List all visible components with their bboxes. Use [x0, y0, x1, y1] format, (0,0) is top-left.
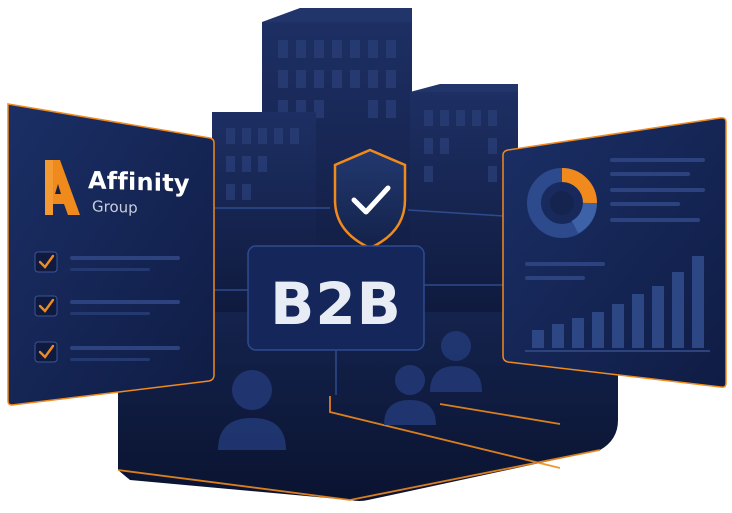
- checkbox-checked-icon: [34, 251, 58, 273]
- dashboard-panel: [502, 117, 727, 388]
- person-silhouettes: [218, 331, 482, 450]
- checklist-rows: [34, 251, 180, 363]
- logo-name: Affinity: [88, 166, 190, 198]
- affinity-a-logo-icon: [45, 160, 80, 215]
- checkbox-checked-icon: [34, 341, 58, 363]
- donut-chart-icon: [527, 168, 597, 238]
- checkbox-checked-icon: [34, 295, 58, 317]
- b2b-badge-label: B2B: [270, 270, 402, 338]
- checklist-panel: [7, 103, 215, 406]
- connector-lines: [210, 207, 505, 395]
- logo-subtitle: Group: [92, 197, 138, 217]
- floor-accent-lines: [117, 396, 601, 501]
- bar-chart-icon: [532, 256, 704, 348]
- right-building: [410, 84, 518, 312]
- b2b-card: [247, 245, 425, 351]
- base-platform: [118, 300, 618, 501]
